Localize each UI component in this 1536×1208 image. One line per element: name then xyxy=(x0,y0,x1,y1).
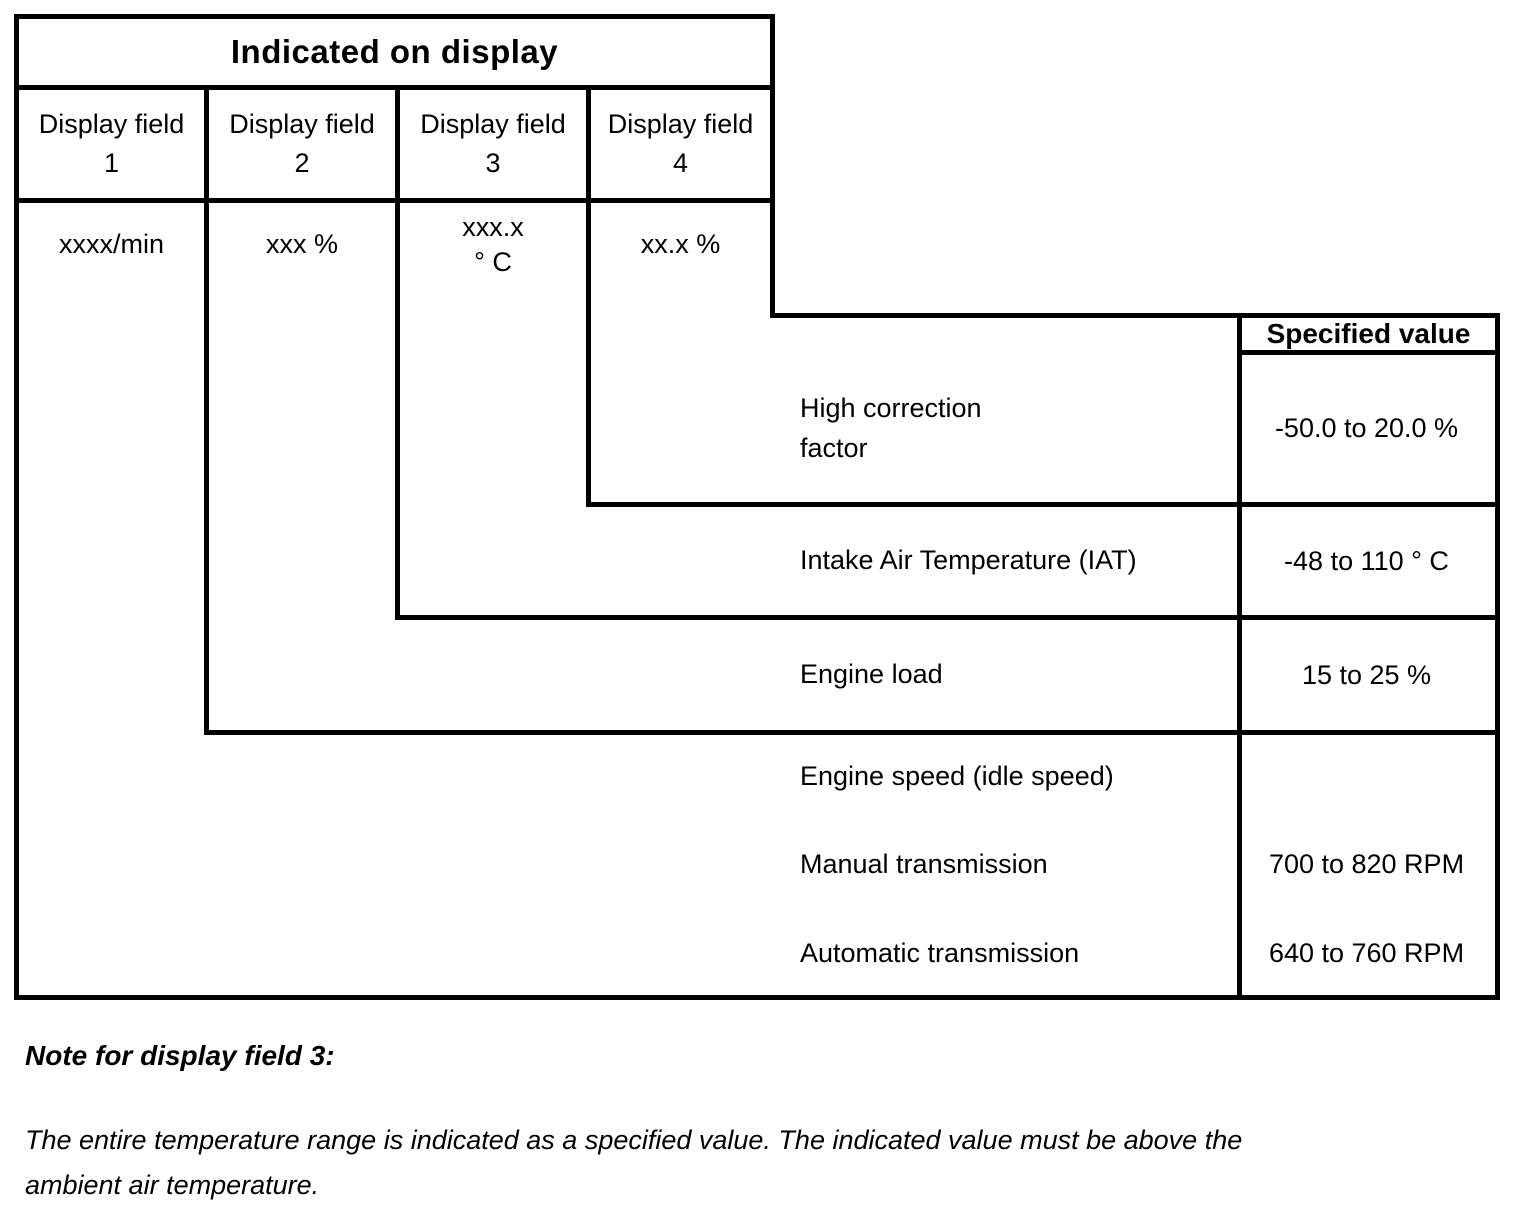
col3-col4-divider-line xyxy=(586,85,591,507)
title-row-bottom-line xyxy=(14,85,775,90)
note-body: The entire temperature range is indicate… xyxy=(25,1125,1243,1201)
spec-table-top-connector-line xyxy=(770,313,1500,318)
display-field-3-value: xxx.x ° C xyxy=(462,211,524,277)
spec-subrow-engine-speed: Engine speed (idle speed) xyxy=(800,757,1496,796)
display-table-top-border-line xyxy=(14,14,775,19)
note-title: Note for display field 3: xyxy=(25,1040,335,1071)
spec-row-engine-speed-group: Engine speed (idle speed) Manual transmi… xyxy=(800,735,1496,995)
display-field-1-value: xxxx/min xyxy=(58,229,164,260)
display-table-right-border-line xyxy=(770,14,775,318)
spec-row-value: 640 to 760 RPM xyxy=(1268,937,1465,968)
display-table-title: Indicated on display xyxy=(230,33,559,70)
spec-header-bottom-line xyxy=(1237,350,1500,355)
spec-row-value: -48 to 110 ° C xyxy=(1284,545,1449,576)
spec-row-engine-load: Engine load 15 to 25 % xyxy=(800,620,1496,730)
left-outer-border-line xyxy=(14,14,19,1000)
col2-col3-divider-line xyxy=(395,85,400,620)
spec-row-high-correction-factor: High correction factor -50.0 to 20.0 % xyxy=(800,355,1496,502)
row1-bottom-connector-line xyxy=(586,502,1500,507)
spec-row-label: Automatic transmission xyxy=(800,937,1080,968)
header-row-bottom-line xyxy=(14,198,775,203)
spec-row-value: 700 to 820 RPM xyxy=(1268,849,1465,880)
display-field-4-value: xx.x % xyxy=(640,229,721,260)
spec-row-value: -50.0 to 20.0 % xyxy=(1274,413,1459,443)
spec-row-label: Engine speed (idle speed) xyxy=(800,761,1114,792)
spec-value-header: Specified value xyxy=(1266,318,1471,349)
spec-subrow-automatic-transmission: Automatic transmission 640 to 760 RPM xyxy=(800,934,1496,973)
row2-bottom-connector-line xyxy=(395,615,1500,620)
spec-column-left-border-line xyxy=(1237,313,1242,1000)
spec-subrow-manual-transmission: Manual transmission 700 to 820 RPM xyxy=(800,845,1496,884)
display-field-2-value: xxx % xyxy=(265,229,338,260)
spec-row-label: High correction factor xyxy=(800,393,982,463)
spec-row-label: Engine load xyxy=(800,659,943,690)
spec-row-value: 15 to 25 % xyxy=(1301,659,1432,690)
spec-column-right-border-line xyxy=(1495,313,1500,1000)
row3-bottom-connector-line xyxy=(204,730,1500,735)
diagram-bottom-border-line xyxy=(14,995,1500,1000)
spec-row-intake-air-temperature: Intake Air Temperature (IAT) -48 to 110 … xyxy=(800,507,1496,615)
spec-row-label: Manual transmission xyxy=(800,849,1048,880)
col1-col2-divider-line xyxy=(204,85,209,735)
spec-row-label: Intake Air Temperature (IAT) xyxy=(800,545,1137,576)
